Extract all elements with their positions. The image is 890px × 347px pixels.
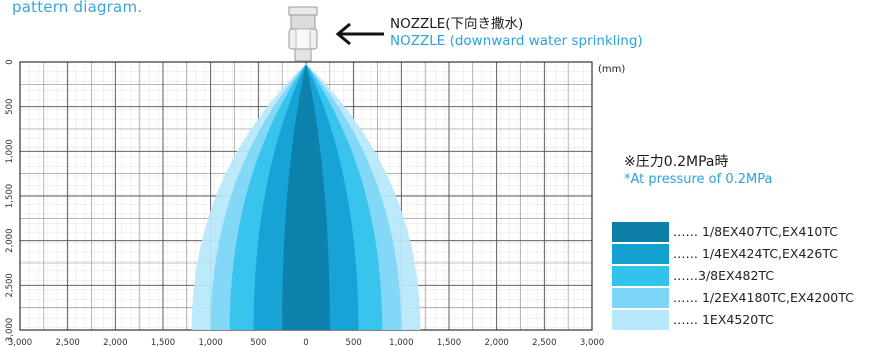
x-tick-label: 2,000 <box>484 338 508 347</box>
legend-item: ……3/8EX482TC <box>612 266 882 286</box>
nozzle-label-english: NOZZLE (downward water sprinkling) <box>390 33 643 49</box>
x-tick-label: 3,000 <box>580 338 604 347</box>
spray-band <box>282 64 330 330</box>
legend-swatch <box>612 244 669 264</box>
y-tick-label: 3,000 <box>5 318 15 342</box>
x-tick-label: 1,000 <box>389 338 413 347</box>
legend-item: …… 1/2EX4180TC,EX4200TC <box>612 288 882 308</box>
legend-swatch <box>612 310 669 330</box>
x-tick-label: 1,000 <box>198 338 222 347</box>
x-tick-label: 2,500 <box>55 338 79 347</box>
pressure-note-english: *At pressure of 0.2MPa <box>624 172 773 187</box>
legend-label: …… 1/8EX407TC,EX410TC <box>673 224 838 239</box>
legend-item: …… 1/8EX407TC,EX410TC <box>612 222 882 242</box>
legend-swatch <box>612 222 669 242</box>
x-tick-label: 1,500 <box>437 338 461 347</box>
pressure-note: ※圧力0.2MPa時 <box>624 154 729 170</box>
legend-item: …… 1/4EX424TC,EX426TC <box>612 244 882 264</box>
page-caption: pattern diagram. <box>12 0 143 16</box>
legend-label: …… 1/4EX424TC,EX426TC <box>673 246 838 261</box>
nozzle-label: NOZZLE(下向き撒水) <box>390 16 524 32</box>
y-tick-label: 2,000 <box>5 228 15 252</box>
x-tick-label: 1,500 <box>151 338 175 347</box>
y-tick-label: 1,000 <box>5 139 15 163</box>
legend-item: …… 1EX4520TC <box>612 310 882 330</box>
legend-label: ……3/8EX482TC <box>673 268 775 283</box>
legend-swatch <box>612 266 669 286</box>
legend-label: …… 1/2EX4180TC,EX4200TC <box>673 290 854 305</box>
x-tick-label: 0 <box>303 338 308 347</box>
x-tick-label: 2,000 <box>103 338 127 347</box>
axes: 3,000 2,500 2,000 1,500 1,000 500 0 500 1,000 1,5… <box>5 59 604 347</box>
spray-bands <box>191 64 421 330</box>
x-tick-label: 2,500 <box>532 338 556 347</box>
unit-label: (mm) <box>598 64 626 75</box>
y-tick-label: 1,500 <box>5 184 15 208</box>
legend-swatch <box>612 288 669 308</box>
y-tick-label: 2,500 <box>5 273 15 297</box>
x-tick-label: 500 <box>346 338 362 347</box>
x-tick-label: 3,000 <box>8 338 32 347</box>
nozzle-icon <box>288 6 318 62</box>
legend-label: …… 1EX4520TC <box>673 312 774 327</box>
x-tick-label: 500 <box>250 338 266 347</box>
y-tick-label: 0 <box>5 59 15 64</box>
y-tick-label: 500 <box>5 99 15 115</box>
arrow-left-icon <box>335 22 384 46</box>
